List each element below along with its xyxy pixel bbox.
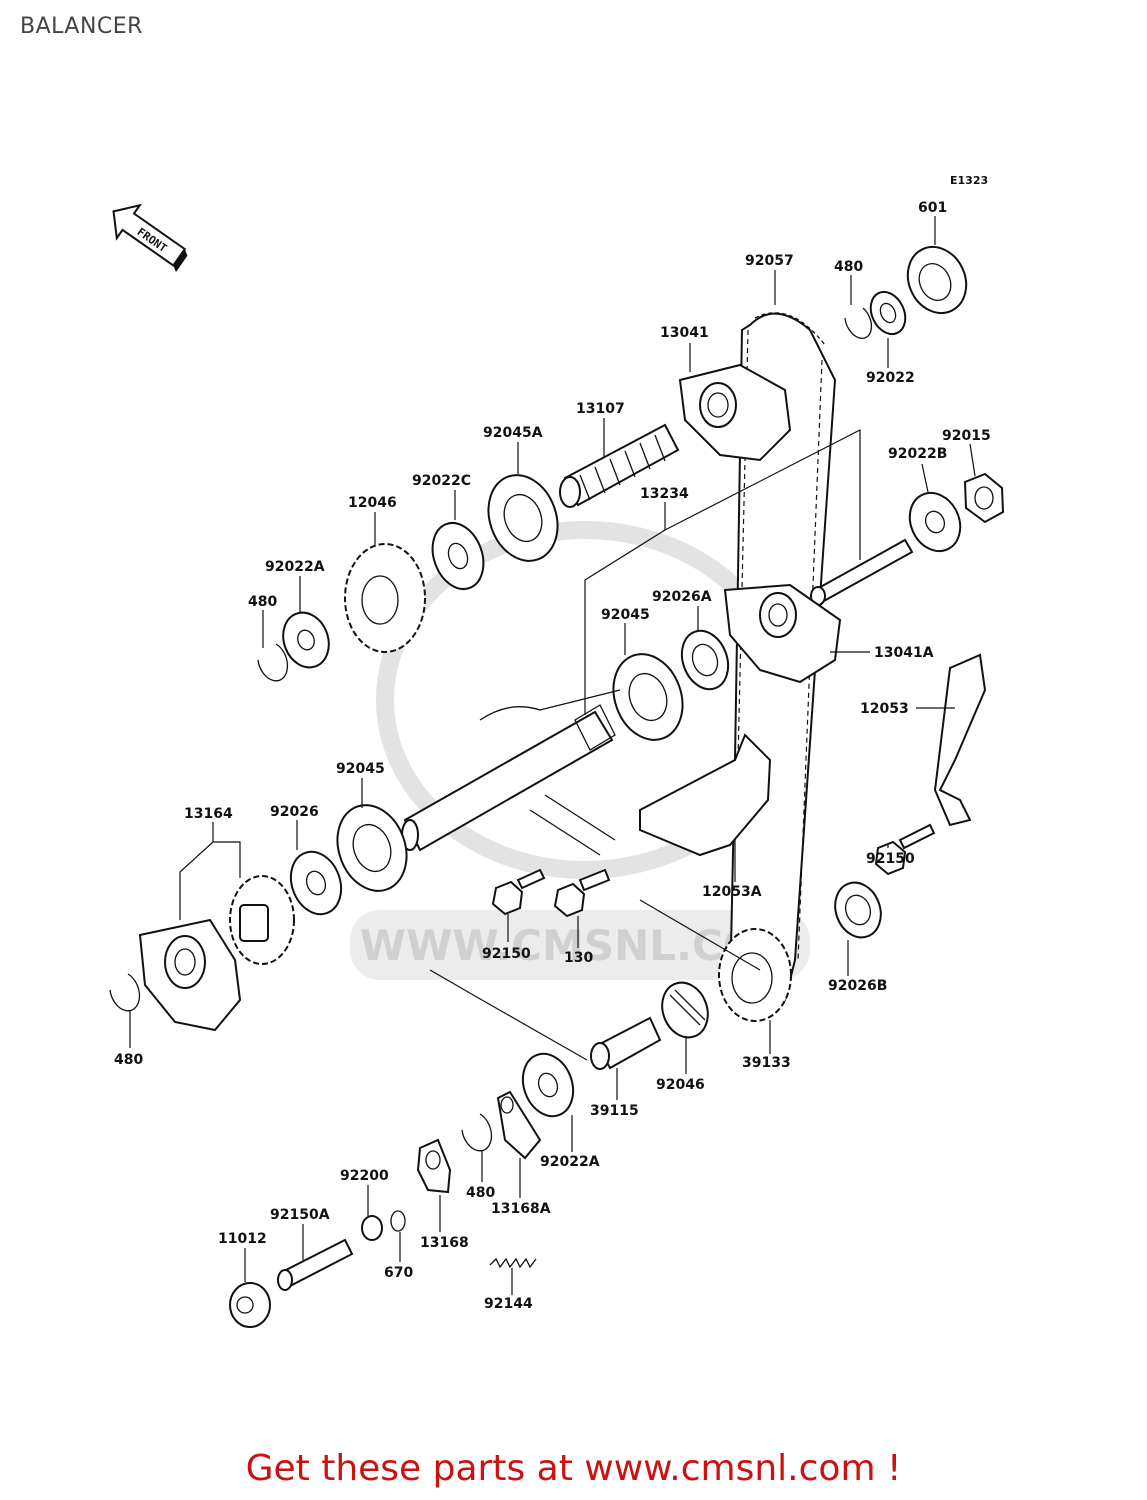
washer-92026 — [289, 850, 343, 916]
callout-92057: 92057 — [745, 253, 794, 269]
callout-11012: 11012 — [218, 1231, 267, 1247]
callout-92022C: 92022C — [412, 473, 471, 489]
bolt-13234 — [810, 538, 914, 606]
circlip-480-mid — [257, 643, 289, 682]
callout-92045A: 92045A — [483, 425, 543, 441]
callouts: 601 92057 480 13041 92022 13107 92045A 9… — [114, 200, 991, 1312]
callout-12053: 12053 — [860, 701, 909, 717]
lever-13168A — [496, 1090, 542, 1160]
balancer-weight-13041 — [678, 363, 792, 462]
page-title: BALANCER — [20, 14, 143, 39]
callout-670: 670 — [384, 1265, 413, 1281]
ref-code: E1323 — [950, 174, 988, 187]
callout-480: 480 — [114, 1052, 143, 1068]
footer-link-text[interactable]: Get these parts at www.cmsnl.com ! — [245, 1448, 902, 1489]
sprocket-39133 — [718, 928, 792, 1022]
bolt-92150 — [491, 868, 546, 916]
spring-92144 — [489, 1257, 537, 1269]
callout-92026B: 92026B — [828, 978, 887, 994]
sprocket-13164 — [229, 875, 295, 965]
seal-92026B — [834, 881, 882, 939]
chain-guide-12053A — [639, 733, 772, 857]
bolt-92150A — [277, 1238, 354, 1291]
nut-92015 — [963, 472, 1005, 524]
sprocket-12046 — [344, 543, 426, 653]
callout-92026: 92026 — [270, 804, 319, 820]
watermark-logo: WWW.CMSNL.COM — [350, 521, 810, 980]
callout-92022A: 92022A — [265, 559, 325, 575]
callout-39115: 39115 — [590, 1103, 639, 1119]
washer-92022C — [431, 522, 485, 590]
chain-guide-12053 — [933, 653, 987, 827]
front-arrow-icon: FRONT — [112, 203, 188, 273]
callout-92144: 92144 — [484, 1296, 533, 1312]
callout-92022A: 92022A — [540, 1154, 600, 1170]
seal-92026A — [680, 629, 730, 691]
circlip-480-lower-mid — [461, 1113, 493, 1152]
callout-92046: 92046 — [656, 1077, 705, 1093]
bolt-92150-right — [874, 823, 936, 876]
circlip-480-lower — [109, 973, 141, 1012]
callout-13041A: 13041A — [874, 645, 934, 661]
callout-92045: 92045 — [601, 607, 650, 623]
circlip-480-top — [844, 307, 873, 340]
leader-lines — [129, 216, 976, 1295]
balancer-weight-left — [138, 918, 242, 1032]
callout-92150: 92150 — [482, 946, 531, 962]
callout-92022B: 92022B — [888, 446, 947, 462]
bearing-92045-upper — [612, 653, 684, 741]
callout-92150: 92150 — [866, 851, 915, 867]
o-ring-670 — [390, 1210, 406, 1232]
washer-92022A-lower — [521, 1052, 575, 1118]
balancer-shaft — [401, 689, 621, 856]
washer-92022 — [869, 290, 907, 336]
callout-92026A: 92026A — [652, 589, 712, 605]
callout-92150A: 92150A — [270, 1207, 330, 1223]
callout-13041: 13041 — [660, 325, 709, 341]
callout-480: 480 — [834, 259, 863, 275]
callout-13107: 13107 — [576, 401, 625, 417]
needle-bearing-92046 — [661, 981, 709, 1039]
callout-130: 130 — [564, 950, 593, 966]
callout-39133: 39133 — [742, 1055, 791, 1071]
bearing-92045-lower — [336, 804, 408, 892]
washer-92022A-upper — [282, 611, 330, 669]
callout-12053A: 12053A — [702, 884, 762, 900]
shaft-39115 — [590, 1016, 662, 1070]
callout-13164: 13164 — [184, 806, 233, 822]
callout-480: 480 — [466, 1185, 495, 1201]
shaft-13107 — [559, 423, 680, 508]
callout-92022: 92022 — [866, 370, 915, 386]
callout-480: 480 — [248, 594, 277, 610]
balancer-weight-13041A — [723, 583, 842, 684]
callout-601: 601 — [918, 200, 947, 216]
callout-13168A: 13168A — [491, 1201, 551, 1217]
callout-12046: 12046 — [348, 495, 397, 511]
washer-92200 — [361, 1215, 383, 1241]
washer-92022B — [908, 491, 962, 553]
bearing-601 — [906, 245, 968, 315]
bearing-92045A — [487, 474, 559, 562]
callout-13168: 13168 — [420, 1235, 469, 1251]
callout-92015: 92015 — [942, 428, 991, 444]
lever-13168 — [416, 1138, 452, 1194]
callout-92200: 92200 — [340, 1168, 389, 1184]
bolt-130 — [553, 868, 611, 918]
callout-13234: 13234 — [640, 486, 689, 502]
cap-11012 — [229, 1282, 271, 1328]
callout-92045: 92045 — [336, 761, 385, 777]
